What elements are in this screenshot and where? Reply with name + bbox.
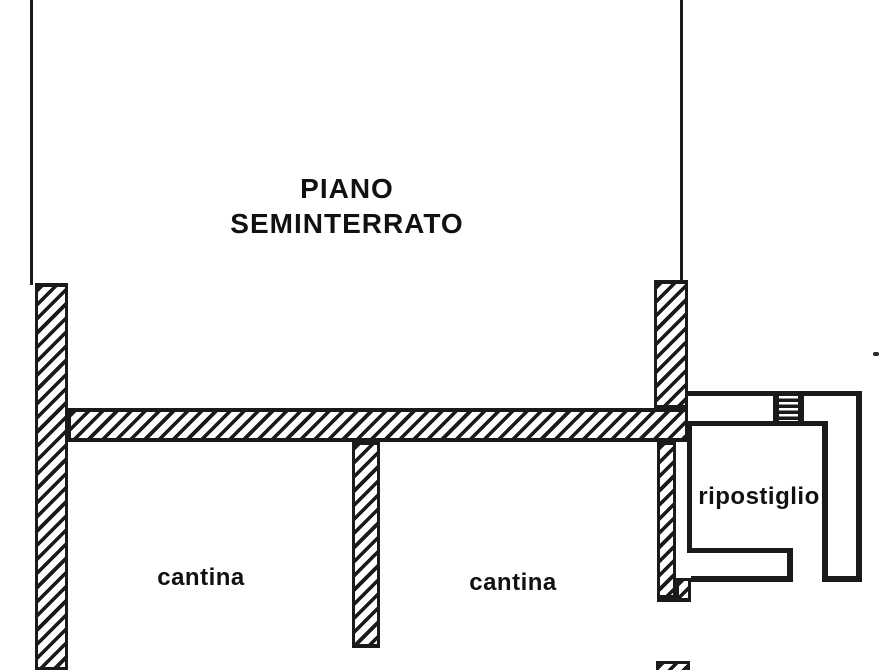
right-exterior-wall-upper <box>654 280 688 408</box>
bottom-wall-stub <box>656 661 690 670</box>
ripostiglio-inner-top-wall <box>687 421 828 426</box>
ripostiglio-door-jamb <box>787 548 793 582</box>
interior-horizontal-wall <box>68 408 688 442</box>
ripostiglio-outer-top-wall <box>688 391 862 396</box>
left-boundary-line <box>30 0 33 285</box>
room-label-cantina-right: cantina <box>469 569 557 596</box>
right-exterior-wall-lower <box>657 442 676 598</box>
ripostiglio-inner-left-wall <box>687 421 692 553</box>
ripostiglio-bottom-wall-outer <box>691 576 793 582</box>
window-icon <box>773 396 804 421</box>
right-boundary-line <box>680 0 683 283</box>
right-wall-foot-baseline <box>657 598 691 602</box>
room-label-cantina-left: cantina <box>157 564 245 591</box>
ripostiglio-inner-right-wall <box>822 421 828 582</box>
ripostiglio-outer-right-wall <box>856 391 862 582</box>
ripostiglio-outer-bottom-wall <box>822 576 862 582</box>
cantina-partition-wall <box>352 442 380 648</box>
page-title: PIANO SEMINTERRATO <box>230 171 463 241</box>
ripostiglio-bottom-wall-inner <box>687 548 793 553</box>
scan-artifact <box>873 352 879 356</box>
page-title-line2: SEMINTERRATO <box>230 208 464 239</box>
page-title-line1: PIANO <box>300 173 394 204</box>
room-label-ripostiglio: ripostiglio <box>698 483 820 510</box>
left-exterior-wall <box>35 283 68 670</box>
